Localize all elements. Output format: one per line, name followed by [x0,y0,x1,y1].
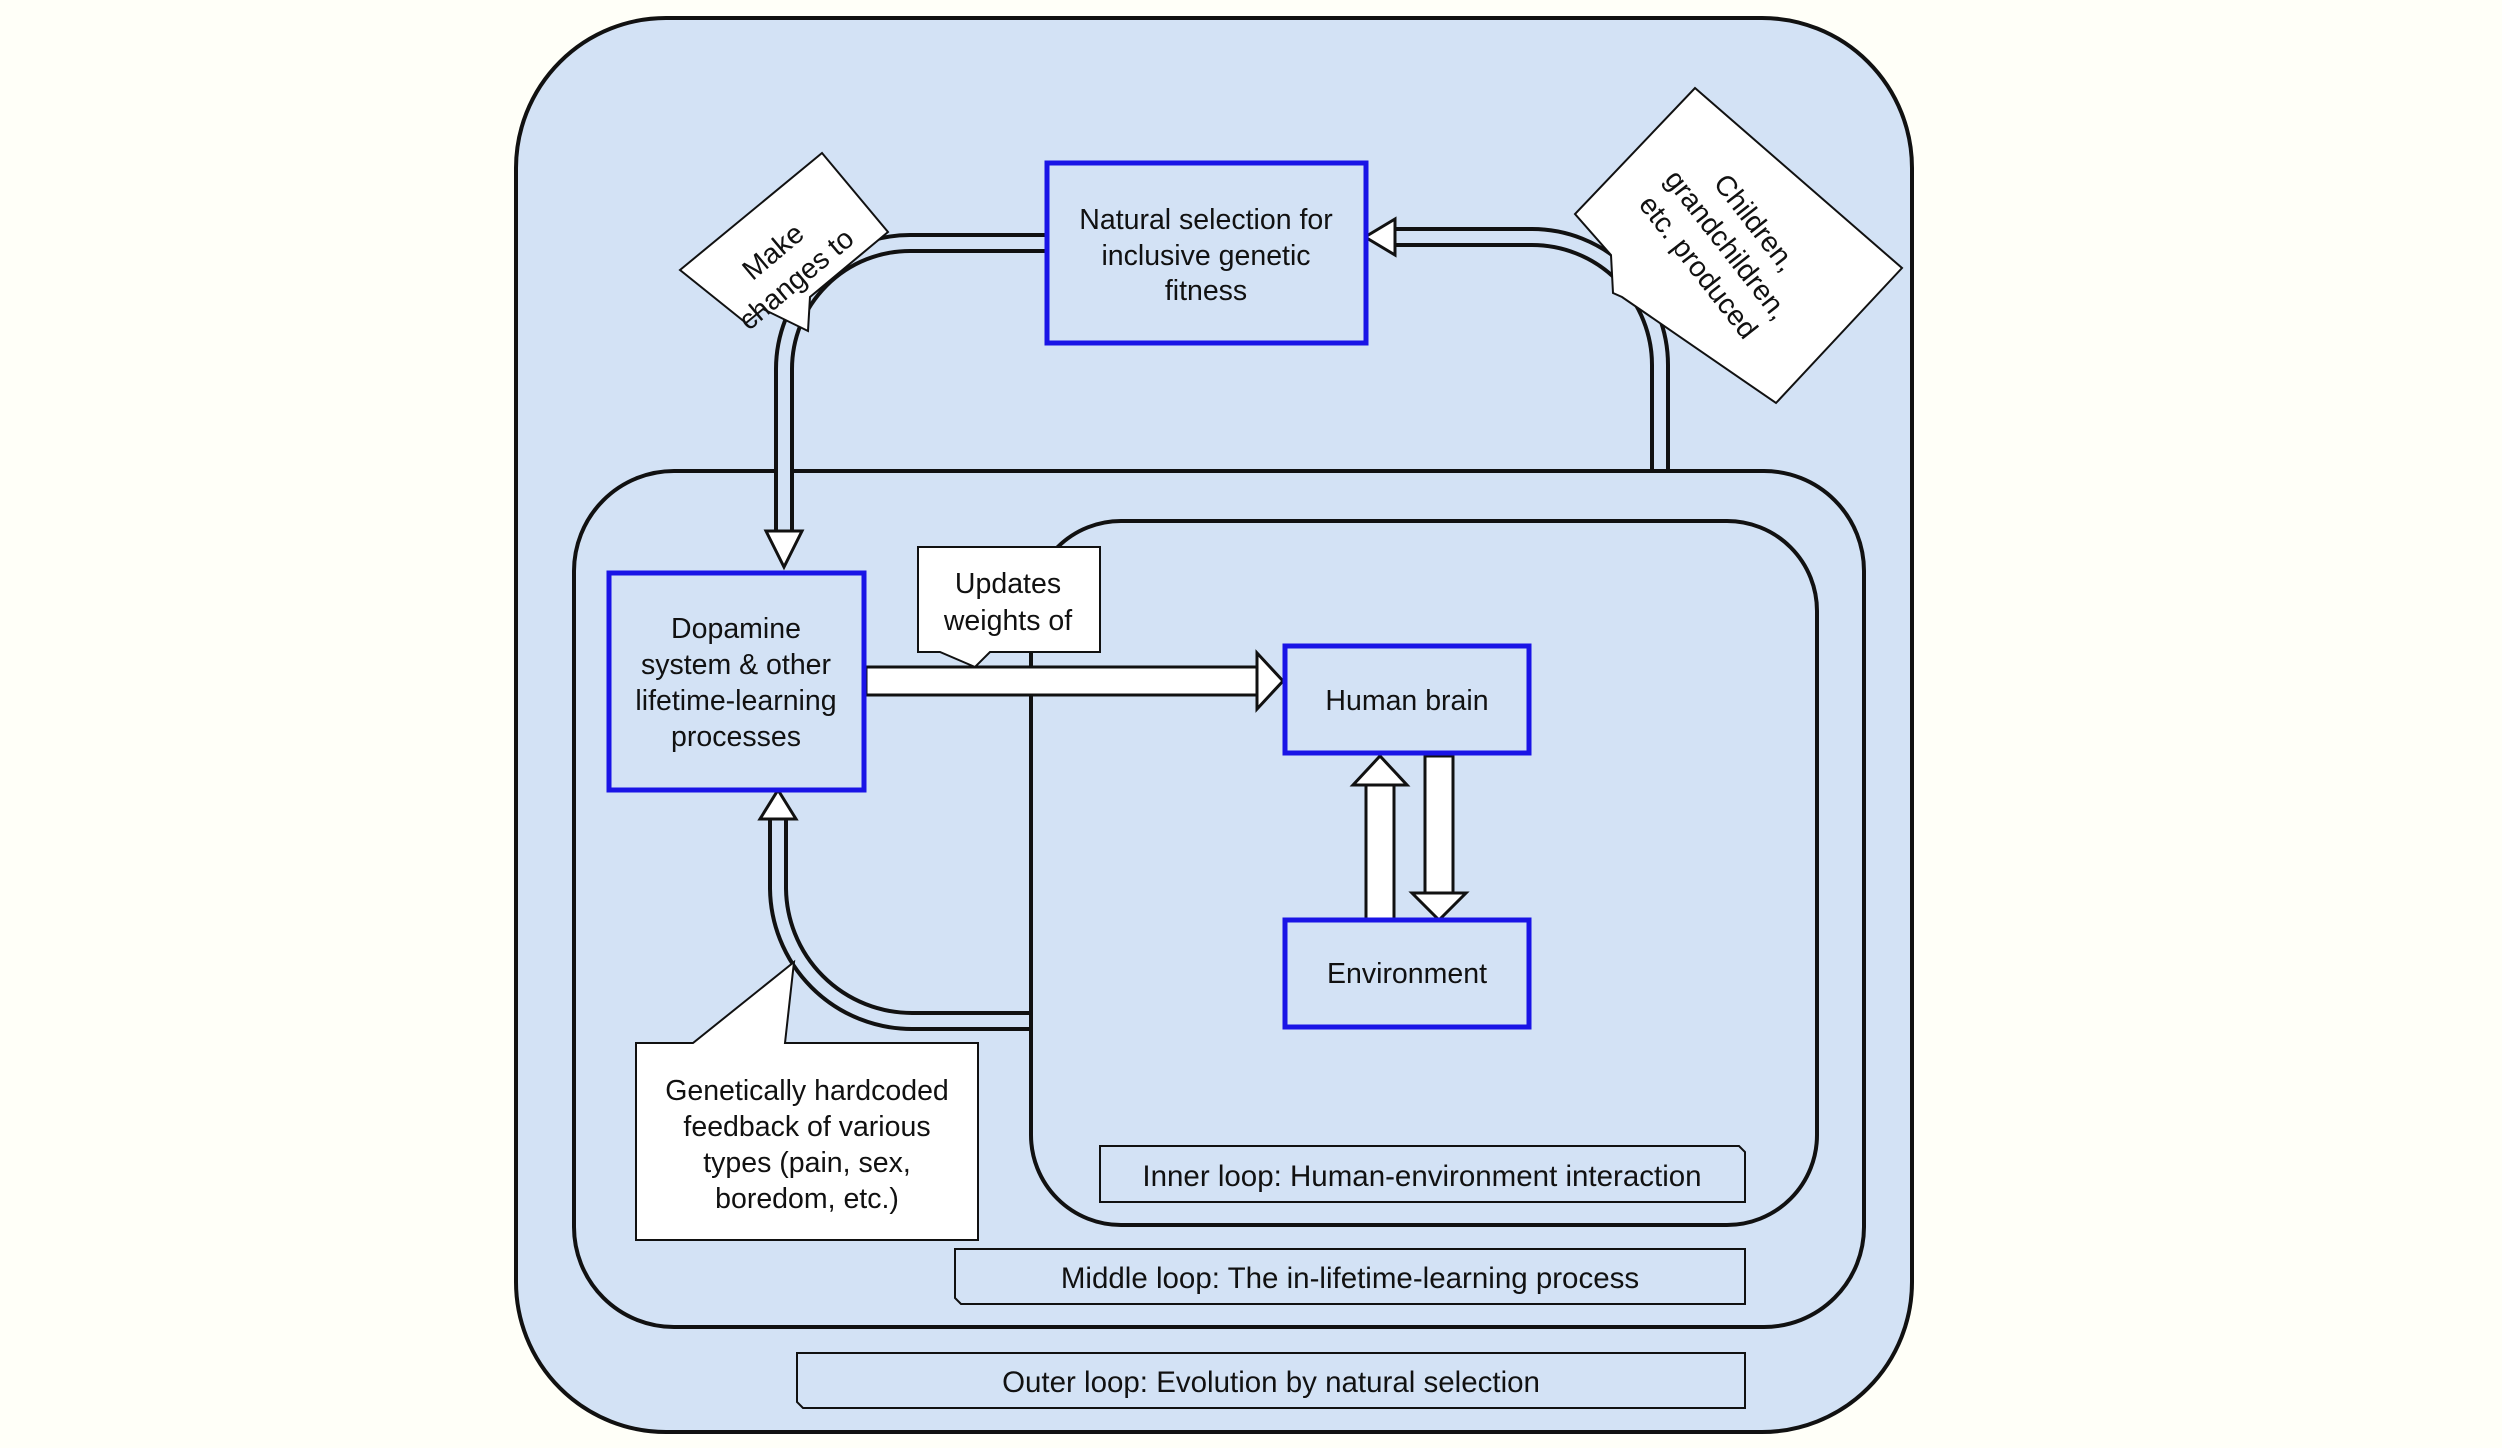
arrow-genetic-feedback [757,787,1031,1031]
middle-loop-label: Middle loop: The in-lifetime-learning pr… [954,1248,1746,1305]
natural-selection-line-3: fitness [1165,275,1247,307]
dopamine-line-3: lifetime-learning [635,685,836,717]
genetic-feedback-line-3: types (pain, sex, [703,1147,911,1179]
node-environment: Environment [1282,917,1532,1030]
arrow-updates-weights [864,649,1286,713]
callout-children-produced: Children, grandchildren, etc. produced [1573,86,1904,405]
dopamine-line-1: Dopamine [671,613,801,645]
middle-loop-text: Middle loop: The in-lifetime-learning pr… [1061,1262,1639,1295]
arrow-brain-to-environment [1408,754,1470,923]
outer-loop-text: Outer loop: Evolution by natural selecti… [1002,1366,1540,1399]
callout-updates-weights: Updates weights of [917,546,1101,1040]
inner-loop-text: Inner loop: Human-environment interactio… [1142,1160,1701,1193]
dopamine-line-2: system & other [641,649,832,681]
updates-weights-line-1: Updates [955,568,1061,600]
environment-label: Environment [1327,958,1487,990]
genetic-feedback-line-2: feedback of various [683,1111,930,1143]
node-natural-selection: Natural selection for inclusive genetic … [1044,160,1369,346]
inner-loop-label: Inner loop: Human-environment interactio… [1099,1145,1746,1203]
dopamine-line-4: processes [671,721,801,753]
human-brain-label: Human brain [1325,685,1488,717]
node-human-brain: Human brain [1282,643,1532,756]
outer-loop-label: Outer loop: Evolution by natural selecti… [796,1352,1746,1409]
genetic-feedback-line-1: Genetically hardcoded [665,1075,949,1107]
node-dopamine-system: Dopamine system & other lifetime-learnin… [606,570,867,793]
genetic-feedback-line-4: boredom, etc.) [715,1183,899,1215]
natural-selection-line-2: inclusive genetic [1101,240,1310,272]
updates-weights-line-2: weights of [943,605,1072,637]
natural-selection-line-1: Natural selection for [1079,204,1333,236]
arrow-environment-to-brain [1349,753,1411,922]
callout-genetic-feedback: Genetically hardcoded feedback of variou… [635,959,979,1241]
